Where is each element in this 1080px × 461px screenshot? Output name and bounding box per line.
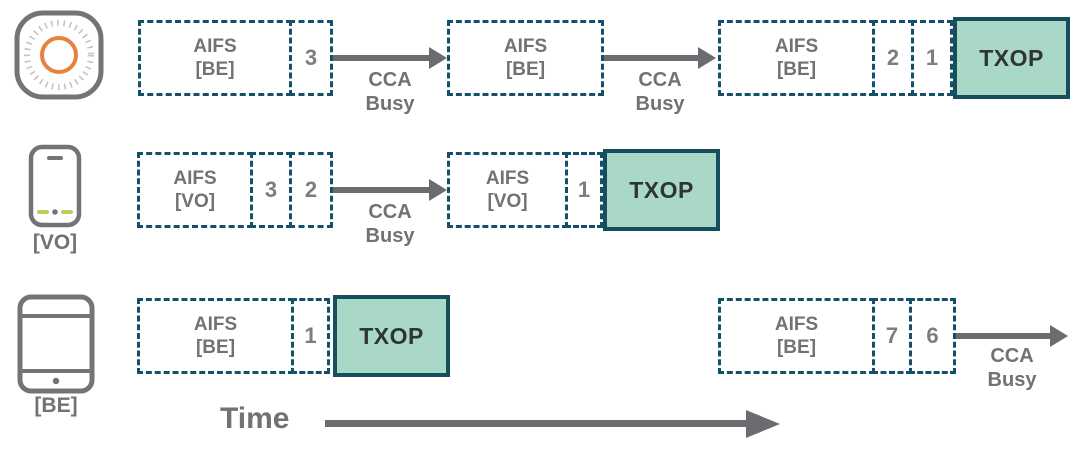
txop-block: TXOP (603, 149, 720, 231)
cca-busy-label: CCA Busy (967, 344, 1057, 392)
aifs-box: AIFS [BE] (447, 20, 604, 96)
aifs-box: AIFS [BE] (138, 20, 292, 96)
backoff-counter-value: 2 (304, 177, 318, 202)
backoff-counter-box: 3 (250, 152, 292, 228)
backoff-counter-box: 7 (872, 298, 912, 374)
cca-busy-arrow (333, 55, 429, 61)
aifs-line2: [BE] (195, 59, 235, 80)
backoff-counter-box: 2 (872, 20, 914, 96)
aifs-label: AIFS [VO] (486, 167, 529, 213)
cca-busy-label: CCA Busy (618, 68, 702, 116)
cca-busy-arrow (604, 55, 698, 61)
device-access-category-label: [BE] (34, 394, 78, 417)
aifs-line1: AIFS (193, 36, 237, 57)
cca-line2: Busy (365, 225, 415, 247)
backoff-counter-box: 3 (289, 20, 333, 96)
aifs-box: AIFS [VO] (137, 152, 253, 228)
aifs-line2: [BE] (776, 337, 817, 358)
backoff-counter-box: 1 (565, 152, 603, 228)
backoff-counter-value: 1 (577, 177, 591, 202)
aifs-label: AIFS [BE] (775, 35, 818, 81)
backoff-counter-value: 2 (886, 45, 900, 70)
aifs-line2: [BE] (195, 337, 236, 358)
aifs-line2: [VO] (487, 191, 528, 212)
time-axis-label: Time (220, 402, 290, 435)
aifs-label: AIFS [BE] (193, 35, 236, 81)
aifs-line2: [BE] (776, 59, 817, 80)
backoff-counter-box: 1 (911, 20, 953, 96)
aifs-line1: AIFS (173, 168, 217, 189)
aifs-line1: AIFS (485, 168, 530, 189)
aifs-box: AIFS [BE] (137, 298, 294, 374)
aifs-line1: AIFS (774, 314, 819, 335)
tablet-icon (16, 294, 96, 399)
cca-line1: CCA (368, 201, 412, 223)
backoff-counter-box: 2 (289, 152, 333, 228)
aifs-label: AIFS [BE] (194, 313, 237, 359)
smartphone-icon (28, 144, 82, 233)
cca-line1: CCA (990, 345, 1034, 367)
txop-label: TXOP (359, 322, 424, 349)
txop-label: TXOP (629, 176, 694, 203)
aifs-line1: AIFS (193, 314, 238, 335)
aifs-box: AIFS [BE] (718, 298, 875, 374)
aifs-line1: AIFS (503, 36, 548, 57)
backoff-counter-box: 6 (909, 298, 956, 374)
cca-busy-label: CCA Busy (348, 200, 432, 248)
backoff-counter-value: 7 (885, 323, 899, 348)
aifs-label: AIFS [VO] (173, 167, 216, 213)
aifs-box: AIFS [VO] (447, 152, 568, 228)
smoke-detector-icon (12, 8, 106, 107)
time-axis-arrow (325, 420, 746, 427)
cca-busy-arrow (956, 333, 1050, 339)
backoff-counter-value: 3 (304, 45, 318, 70)
aifs-line1: AIFS (774, 36, 819, 57)
cca-busy-label: CCA Busy (348, 68, 432, 116)
backoff-counter-box: 1 (291, 298, 330, 374)
aifs-line2: [VO] (174, 191, 216, 212)
txop-block: TXOP (953, 17, 1070, 99)
cca-line1: CCA (368, 69, 412, 91)
aifs-label: AIFS [BE] (504, 35, 547, 81)
backoff-counter-value: 1 (304, 323, 317, 348)
txop-block: TXOP (333, 295, 450, 377)
aifs-line2: [BE] (505, 59, 546, 80)
backoff-counter-value: 1 (925, 45, 939, 70)
aifs-label: AIFS [BE] (775, 313, 818, 359)
txop-label: TXOP (979, 44, 1044, 71)
cca-line2: Busy (987, 369, 1037, 391)
device-access-category-label: [VO] (32, 231, 78, 254)
cca-line1: CCA (638, 69, 682, 91)
backoff-counter-value: 3 (264, 177, 278, 202)
backoff-counter-value: 6 (926, 323, 939, 348)
cca-line2: Busy (365, 93, 415, 115)
cca-line2: Busy (635, 93, 685, 115)
cca-busy-arrow (333, 187, 429, 193)
aifs-box: AIFS [BE] (718, 20, 875, 96)
